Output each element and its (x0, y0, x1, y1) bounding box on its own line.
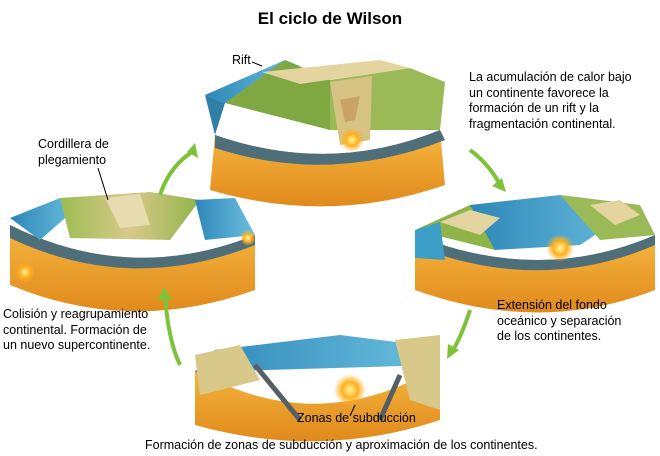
caption-subduction: Formación de zonas de subducción y aprox… (145, 438, 538, 452)
caption-collision: Colisión y reagrupamiento continental. F… (3, 307, 150, 354)
caption-line: de los continentes. (497, 329, 602, 344)
arrow-up-left (158, 148, 197, 196)
arrow-up-left-lower (163, 294, 182, 366)
block-subduction (195, 335, 440, 442)
caption-line: formación de un rift y la (469, 101, 599, 116)
arrow-down-right (468, 148, 502, 186)
block-rift (205, 60, 445, 207)
cordillera-label: Cordillera de plegamiento (38, 137, 109, 168)
diagram-title: El ciclo de Wilson (257, 9, 403, 28)
rift-label: Rift (232, 53, 251, 67)
zonas-leader (349, 404, 356, 417)
zonas-label: Zonas de subducción (297, 411, 416, 425)
caption-line: continental. Formación de (3, 322, 147, 337)
caption-spreading: Extensión del fondo oceánico y separació… (497, 298, 621, 345)
caption-line: fragmentación continental. (469, 116, 616, 131)
caption-line: Extensión del fondo (497, 298, 607, 312)
rift-leader (251, 61, 263, 67)
block-spreading (415, 195, 655, 313)
cordillera-line: plegamiento (38, 152, 107, 167)
caption-line: oceánico y separación (497, 313, 622, 328)
arrow-heads (158, 143, 506, 359)
caption-line: Colisión y reagrupamiento (3, 307, 149, 321)
arrow-down-left (450, 309, 472, 354)
caption-rift: La acumulación de calor bajo un continen… (469, 70, 632, 133)
block-collision (10, 192, 256, 312)
cordillera-leader (97, 167, 109, 201)
caption-line: un continente favorece la (469, 85, 609, 100)
caption-line: un nuevo supercontinente. (3, 338, 151, 353)
cordillera-line: Cordillera de (38, 137, 109, 151)
caption-line: La acumulación de calor bajo (469, 70, 632, 84)
